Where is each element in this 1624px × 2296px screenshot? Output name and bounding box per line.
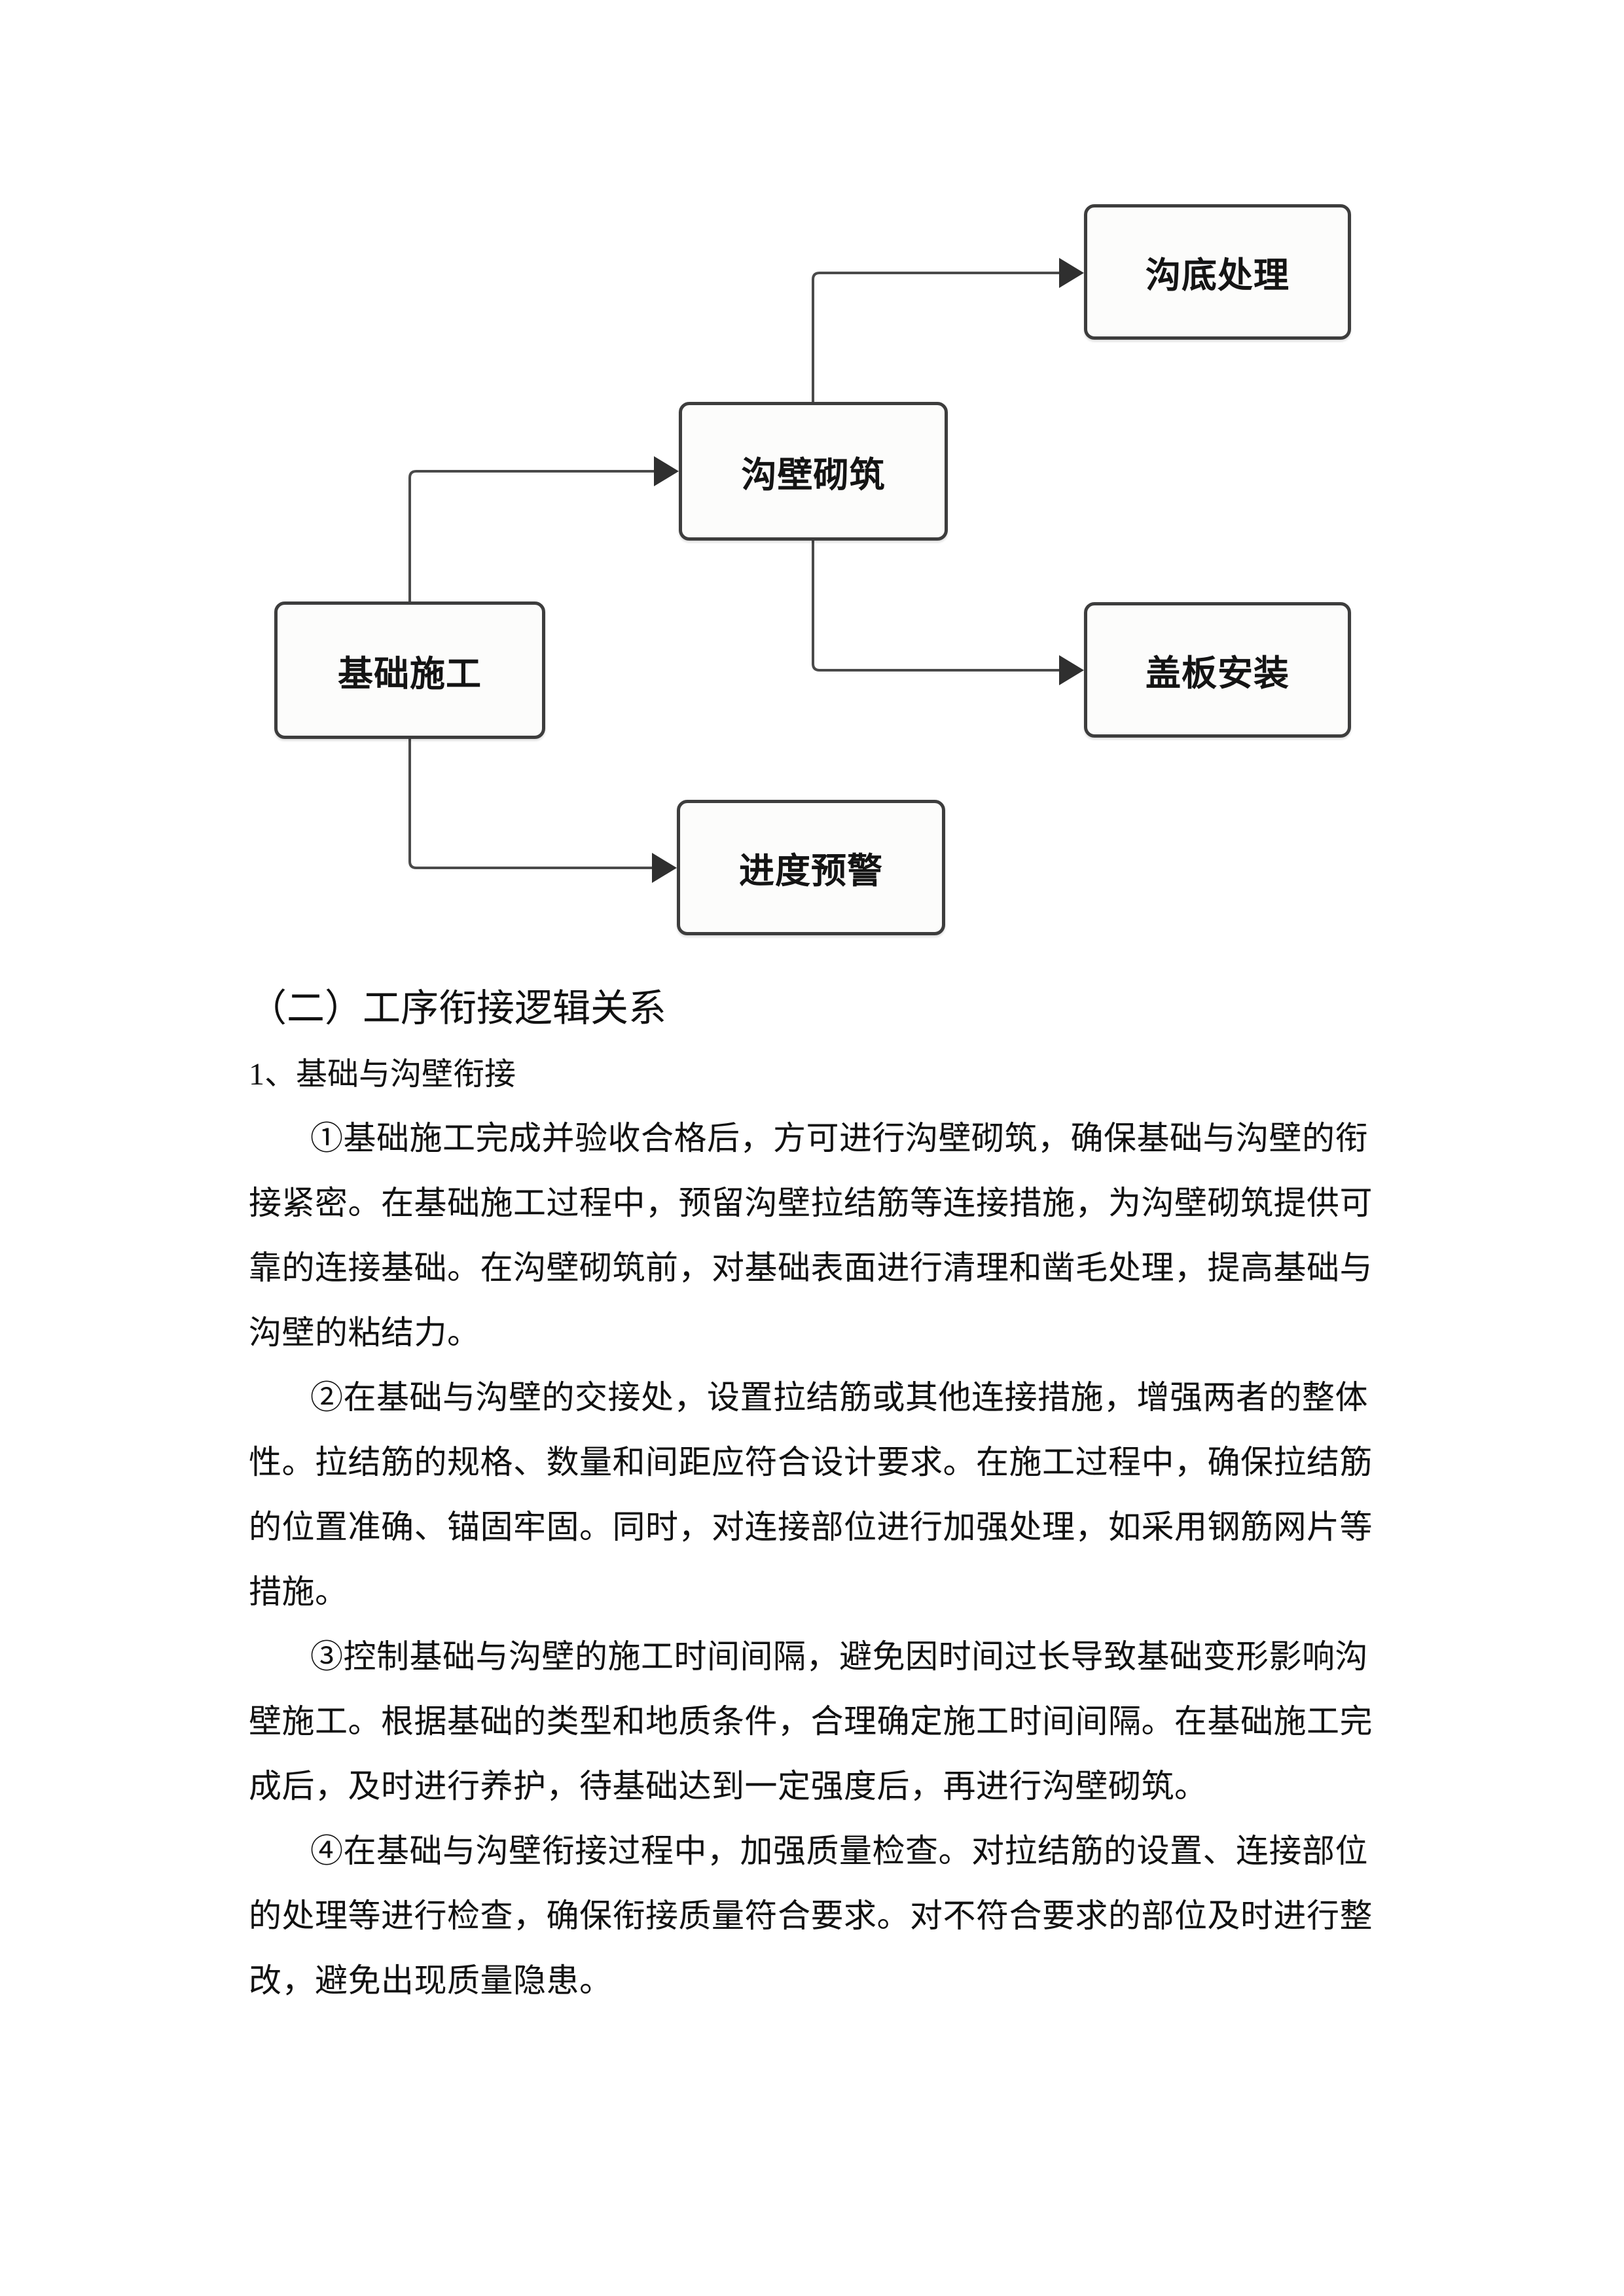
flowchart-node-foundation-construction: 基础施工: [274, 601, 545, 739]
body-text: ①基础施工完成并验收合格后，方可进行沟壁砌筑，确保基础与沟壁的衔 接紧密。在基础…: [249, 1106, 1376, 2013]
paragraph-line: 改，避免出现质量隐患。: [249, 1962, 613, 1999]
paragraph-line: ①基础施工完成并验收合格后，方可进行沟壁砌筑，确保基础与沟壁的衔: [310, 1120, 1368, 1157]
section-subheading: 1、基础与沟壁衔接: [249, 1057, 516, 1092]
arrowhead-icon: [652, 853, 677, 883]
section-heading: （二）工序衔接逻辑关系: [249, 987, 667, 1030]
paragraph-line: 措施。: [249, 1573, 348, 1610]
arrowhead-icon: [654, 456, 679, 486]
flowchart-node-progress-warning: 进度预警: [677, 800, 945, 935]
arrowhead-icon: [1059, 655, 1084, 685]
flowchart-node-trench-bottom-treatment: 沟底处理: [1084, 204, 1351, 340]
flowchart-node-trench-wall-masonry: 沟壁砌筑: [679, 402, 948, 541]
node-label: 基础施工: [338, 654, 482, 694]
paragraph-line: 沟壁的粘结力。: [249, 1314, 480, 1351]
flowchart: 沟底处理 沟壁砌筑 基础施工 盖板安装 进度预警: [0, 0, 1624, 982]
connector-trench-wall-to-trench-bottom: [812, 272, 1059, 402]
paragraph-line: 的处理等进行检查，确保衔接质量符合要求。对不符合要求的部位及时进行整: [249, 1897, 1373, 1934]
node-label: 盖板安装: [1146, 654, 1290, 693]
connector-trench-wall-to-cover-plate: [812, 541, 1059, 672]
paragraph-line: ②在基础与沟壁的交接处，设置拉结筋或其他连接措施，增强两者的整体: [310, 1379, 1368, 1416]
node-label: 进度预警: [739, 852, 883, 891]
flowchart-node-cover-plate-installation: 盖板安装: [1084, 602, 1351, 738]
paragraph-line: 接紧密。在基础施工过程中，预留沟壁拉结筋等连接措施，为沟壁砌筑提供可: [249, 1185, 1373, 1221]
paragraph-line: 的位置准确、锚固牢固。同时，对连接部位进行加强处理，如采用钢筋网片等: [249, 1509, 1373, 1545]
arrowhead-icon: [1059, 258, 1084, 288]
paragraph-line: 成后，及时进行养护，待基础达到一定强度后，再进行沟壁砌筑。: [249, 1768, 1208, 1804]
paragraph-line: 壁施工。根据基础的类型和地质条件，合理确定施工时间间隔。在基础施工完: [249, 1703, 1373, 1740]
flowchart-connectors: [408, 258, 1084, 883]
paragraph-line: 靠的连接基础。在沟壁砌筑前，对基础表面进行清理和凿毛处理，提高基础与: [249, 1249, 1373, 1286]
connector-foundation-to-progress-warning: [408, 739, 652, 869]
paragraph-line: 性。拉结筋的规格、数量和间距应符合设计要求。在施工过程中，确保拉结筋: [249, 1444, 1373, 1480]
node-label: 沟底处理: [1146, 256, 1290, 295]
connector-foundation-to-trench-wall: [408, 470, 654, 601]
node-label: 沟壁砌筑: [741, 455, 886, 495]
paragraph-line: ③控制基础与沟壁的施工时间间隔，避免因时间过长导致基础变形影响沟: [310, 1638, 1368, 1675]
paragraph-line: ④在基础与沟壁衔接过程中，加强质量检查。对拉结筋的设置、连接部位: [310, 1833, 1368, 1869]
